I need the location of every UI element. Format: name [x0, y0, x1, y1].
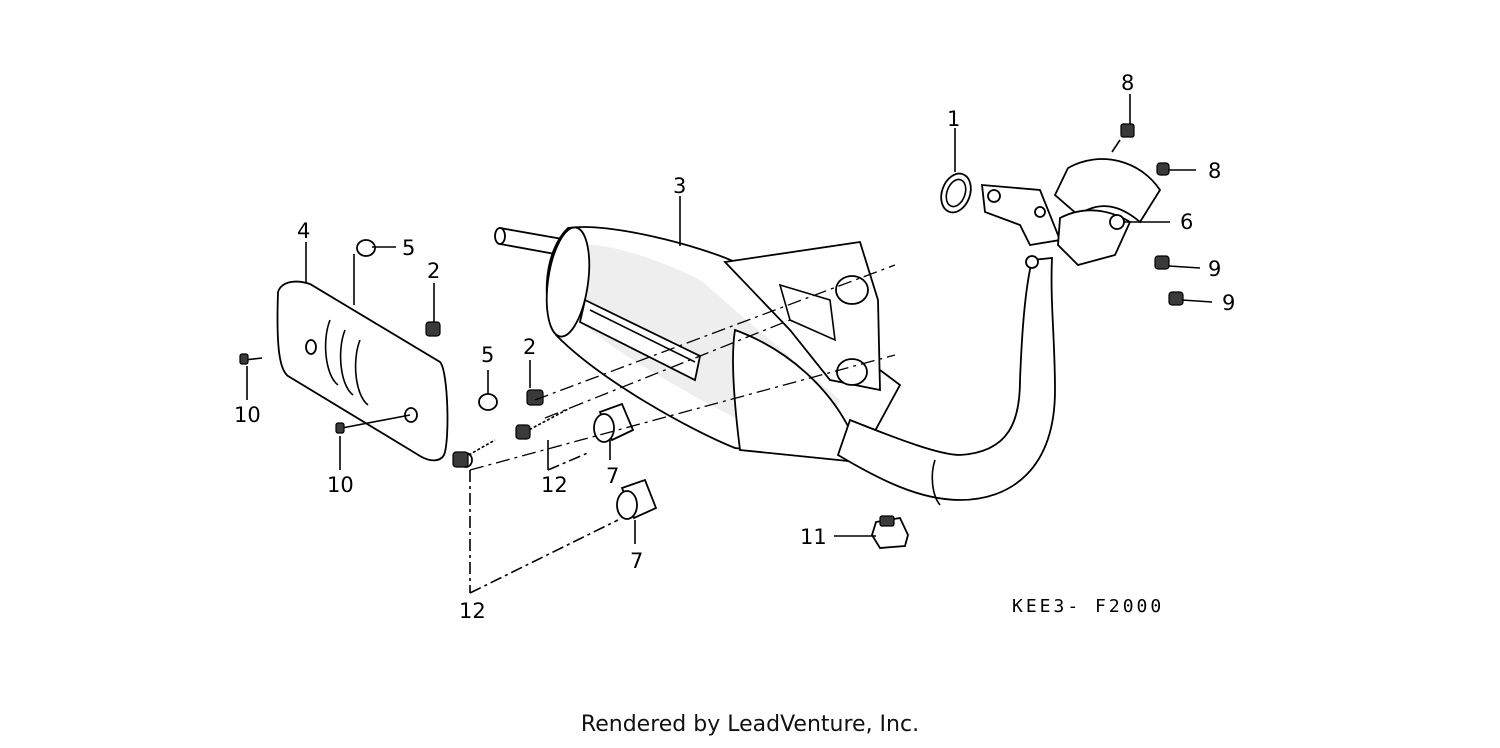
- callout-8: 8: [1121, 71, 1134, 95]
- gasket: [940, 172, 972, 214]
- muffler-protector: [276, 280, 473, 468]
- callout-2: 2: [427, 259, 440, 283]
- callouts: 1 2 2 3 4 5 5 6 7 7 8 8 9 9 10 10 11 12 …: [234, 71, 1235, 623]
- muffler: [494, 226, 902, 464]
- callout-3: 3: [673, 174, 686, 198]
- callout-12: 12: [541, 473, 568, 497]
- callout-9: 9: [1222, 291, 1235, 315]
- callout-5: 5: [402, 236, 415, 260]
- callout-6: 6: [1180, 210, 1193, 234]
- exhaust-pipe: [836, 184, 1062, 506]
- leader-lines: [246, 94, 1213, 594]
- render-credit: Rendered by LeadVenture, Inc.: [580, 712, 920, 737]
- callout-7: 7: [606, 464, 619, 488]
- callout-4: 4: [297, 219, 310, 243]
- hardware: [239, 123, 1184, 549]
- alignment-lines: [469, 264, 896, 471]
- rubber-cushion-lower: [616, 478, 658, 520]
- rubber-cushion-upper: [593, 402, 635, 443]
- callout-1: 1: [947, 107, 960, 131]
- callout-12: 12: [459, 599, 486, 623]
- callout-11: 11: [800, 525, 827, 549]
- drawing-code: KEE3- F2000: [1012, 596, 1164, 617]
- callout-8: 8: [1208, 159, 1221, 183]
- callout-2: 2: [523, 335, 536, 359]
- callout-10: 10: [234, 403, 261, 427]
- callout-7: 7: [630, 549, 643, 573]
- callout-5: 5: [481, 343, 494, 367]
- pipe-protector: [1053, 158, 1162, 267]
- callout-10: 10: [327, 473, 354, 497]
- callout-9: 9: [1208, 257, 1221, 281]
